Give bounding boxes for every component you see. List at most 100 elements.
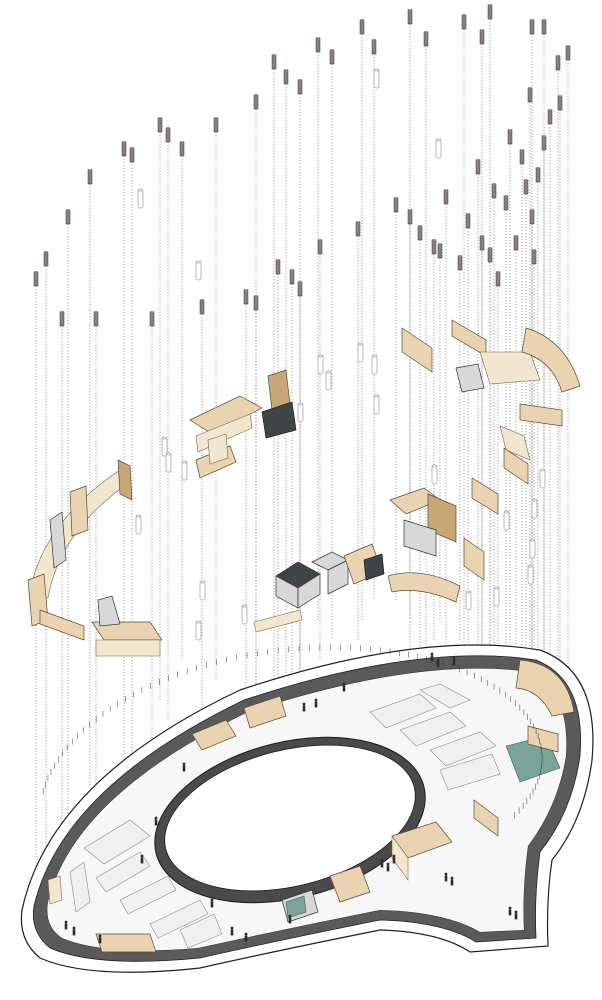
post (457, 254, 463, 271)
post (519, 148, 525, 165)
person-figure (72, 926, 76, 936)
post (289, 269, 295, 285)
person-figure (436, 658, 440, 668)
tube (357, 342, 364, 363)
post (565, 45, 571, 61)
person-figure (514, 910, 518, 920)
post (149, 311, 155, 327)
person-figure (508, 906, 512, 916)
person-figure (380, 858, 384, 868)
tube (199, 580, 206, 601)
person-figure (392, 854, 396, 864)
post (93, 311, 99, 327)
post (557, 94, 563, 111)
tube (241, 604, 248, 625)
post (527, 86, 533, 103)
post (315, 37, 321, 53)
tube (531, 498, 538, 519)
tube (325, 370, 332, 391)
person-figure (288, 914, 292, 924)
module-left-arc (27, 459, 163, 657)
person-figure (450, 876, 454, 886)
person-figure (230, 926, 234, 936)
post (253, 295, 259, 311)
post (535, 166, 541, 183)
post (541, 19, 547, 35)
person-figure (154, 816, 158, 826)
post (243, 289, 249, 305)
post (297, 281, 303, 297)
post (491, 182, 497, 199)
post (555, 55, 561, 71)
tube (195, 260, 202, 281)
post (495, 271, 501, 287)
person-figure (452, 656, 456, 666)
floating-modules (27, 319, 581, 657)
post (475, 158, 481, 175)
module-central (253, 487, 485, 633)
courtyard-void (164, 744, 416, 892)
post (541, 134, 547, 151)
tube (373, 394, 380, 415)
post (423, 31, 429, 47)
module-upper-right (401, 319, 581, 515)
tube (181, 460, 188, 481)
tube (527, 564, 534, 585)
post (523, 178, 529, 195)
post (529, 19, 535, 35)
post (503, 194, 509, 211)
tube (539, 468, 546, 489)
post (407, 8, 413, 25)
post (443, 188, 449, 205)
post (417, 224, 423, 241)
post (507, 128, 513, 145)
person-figure (342, 682, 346, 692)
tube (503, 510, 510, 531)
post (531, 248, 537, 265)
post (317, 238, 323, 255)
floating-tubes (135, 68, 546, 641)
person-figure (444, 872, 448, 882)
post (297, 78, 303, 95)
post (179, 140, 185, 157)
post (329, 49, 335, 65)
post (465, 212, 471, 229)
tube (195, 620, 202, 641)
post (213, 116, 219, 133)
tube (529, 538, 536, 559)
post (407, 208, 413, 225)
floor-rooms (47, 659, 575, 953)
post (275, 259, 281, 275)
post (461, 13, 467, 30)
person-figure (244, 932, 248, 942)
post (121, 140, 127, 157)
post (487, 246, 493, 263)
tube (493, 586, 500, 607)
person-figure (430, 652, 434, 662)
person-figure (314, 698, 318, 708)
tube (161, 436, 168, 457)
post (33, 271, 39, 287)
module-upper-left (189, 369, 297, 479)
post (529, 208, 535, 225)
ground-floor-ring (20, 644, 594, 973)
post (157, 116, 163, 133)
person-figure (98, 934, 102, 944)
post (359, 19, 365, 35)
person-figure (210, 898, 214, 908)
post (43, 250, 49, 267)
post (437, 242, 443, 259)
post (513, 234, 519, 251)
post (283, 68, 289, 85)
post (129, 146, 135, 163)
post (165, 126, 171, 143)
person-figure (64, 920, 68, 930)
post (199, 299, 205, 315)
floating-posts (33, 3, 571, 327)
post (547, 108, 553, 125)
post (355, 220, 361, 237)
tube (317, 354, 324, 375)
post (59, 311, 65, 327)
tube (435, 138, 442, 159)
